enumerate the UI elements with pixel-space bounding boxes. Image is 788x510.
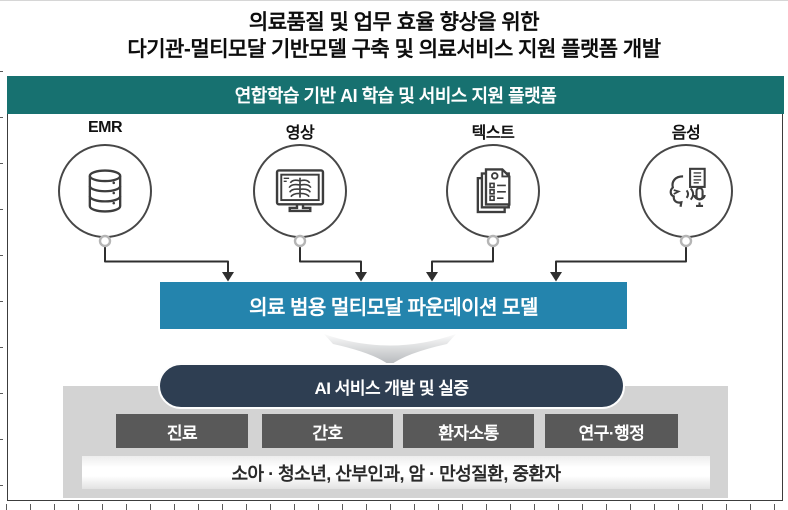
source-label-voice: 음성 xyxy=(671,125,701,142)
left-ruler-ticks xyxy=(0,71,3,501)
source-circle-text xyxy=(446,144,540,238)
foundation-model-bar: 의료 범용 멀티모달 파운데이션 모델 xyxy=(160,282,627,329)
source-label-emr: EMR xyxy=(87,119,123,136)
source-circle-emr xyxy=(58,144,152,238)
bottom-ruler-ticks xyxy=(6,504,786,510)
platform-header: 연합학습 기반 AI 학습 및 서비스 지원 플랫폼 xyxy=(7,76,784,114)
documents-icon xyxy=(476,168,511,214)
page-title-line2: 다기관-멀티모달 기반모델 구축 및 의료서비스 지원 플랫폼 개발 xyxy=(127,38,661,61)
source-circle-image xyxy=(253,144,347,238)
speech-mic-icon xyxy=(669,167,706,207)
source-label-image: 영상 xyxy=(285,125,315,142)
category-clinic: 진료 xyxy=(116,414,248,448)
target-groups-bar: 소아 · 청소년, 산부인과, 암 · 만성질환, 중환자 xyxy=(82,456,710,489)
category-patient-communication: 환자소통 xyxy=(403,414,534,448)
page-title-line1: 의료품질 및 업무 효율 향상을 위한 xyxy=(248,11,540,34)
source-label-text: 텍스트 xyxy=(471,125,515,142)
source-circle-voice xyxy=(639,144,733,238)
ai-service-pill: AI 서비스 개발 및 실증 xyxy=(158,363,625,409)
database-icon xyxy=(88,169,122,213)
page-title: 의료품질 및 업무 효율 향상을 위한 다기관-멀티모달 기반모델 구축 및 의… xyxy=(0,9,788,63)
category-nursing: 간호 xyxy=(262,414,393,448)
category-research-admin: 연구·행정 xyxy=(545,414,678,448)
imaging-monitor-icon xyxy=(275,169,325,213)
